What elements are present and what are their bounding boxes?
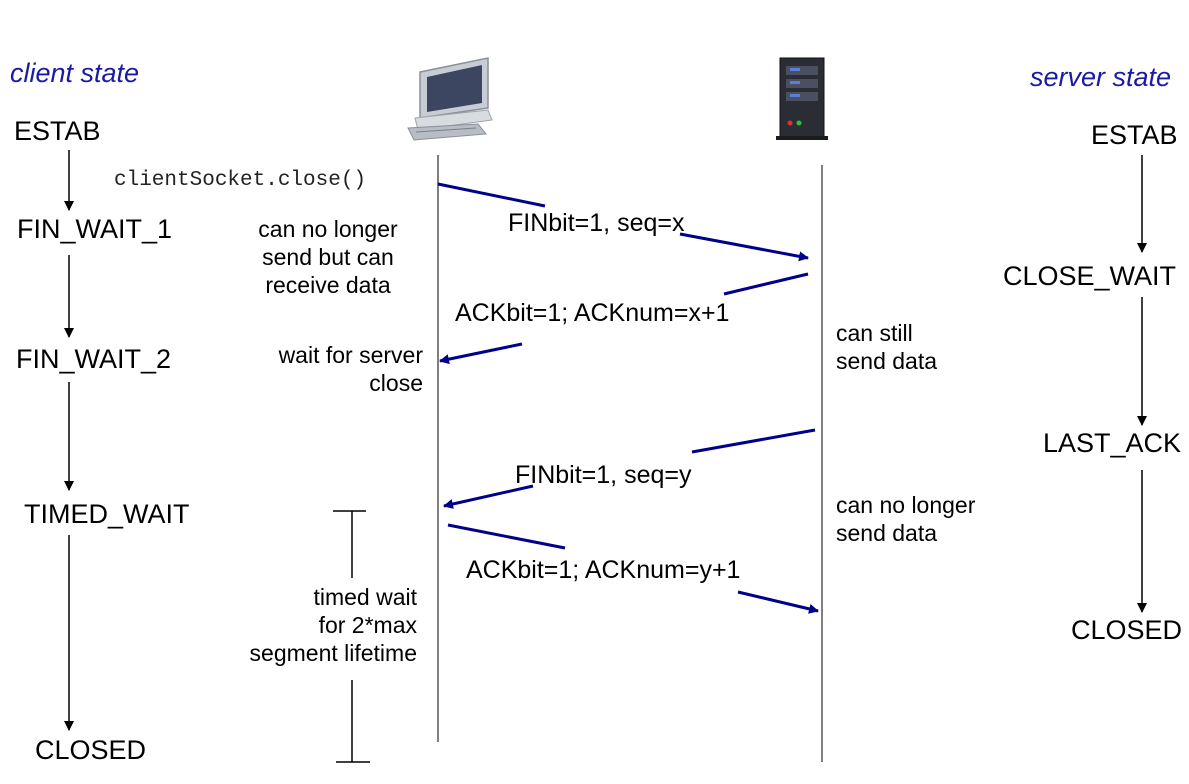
fin-y-arrow	[443, 428, 816, 509]
note-wait-for-server: wait for server close	[278, 342, 423, 396]
desktop-computer-icon	[407, 57, 493, 141]
client-state-estab: ESTAB	[14, 116, 101, 146]
client-socket-close-call: clientSocket.close()	[114, 169, 367, 192]
server-state-last-ack: LAST_ACK	[1043, 428, 1182, 458]
note-no-longer-send: can no longer send data	[836, 492, 976, 546]
client-state-timed-wait: TIMED_WAIT	[24, 499, 190, 529]
message-ack-x: ACKbit=1; ACKnum=x+1	[455, 299, 730, 327]
message-fin-y: FINbit=1, seq=y	[515, 461, 692, 489]
note-can-still-send: can still send data	[836, 320, 938, 374]
server-state-heading: server state	[1030, 62, 1172, 92]
client-state-fin-wait-1: FIN_WAIT_1	[17, 214, 173, 244]
server-state-estab: ESTAB	[1091, 120, 1178, 150]
message-ack-y: ACKbit=1; ACKnum=y+1	[466, 556, 741, 584]
client-state-heading: client state	[10, 58, 140, 88]
note-timed-wait: timed wait for 2*max segment lifetime	[249, 584, 417, 666]
client-state-fin-wait-2: FIN_WAIT_2	[16, 344, 172, 374]
fin-x-arrow	[437, 182, 809, 262]
ack-y-arrow	[447, 523, 819, 614]
server-state-closed: CLOSED	[1071, 615, 1183, 645]
server-tower-icon	[776, 57, 828, 140]
server-state-close-wait: CLOSE_WAIT	[1003, 261, 1177, 291]
note-cannot-send: can no longer send but can receive data	[258, 216, 398, 298]
message-fin-x: FINbit=1, seq=x	[508, 209, 685, 237]
ack-x-arrow	[439, 272, 809, 365]
client-state-closed: CLOSED	[35, 735, 147, 765]
timed-wait-bracket	[333, 510, 370, 763]
